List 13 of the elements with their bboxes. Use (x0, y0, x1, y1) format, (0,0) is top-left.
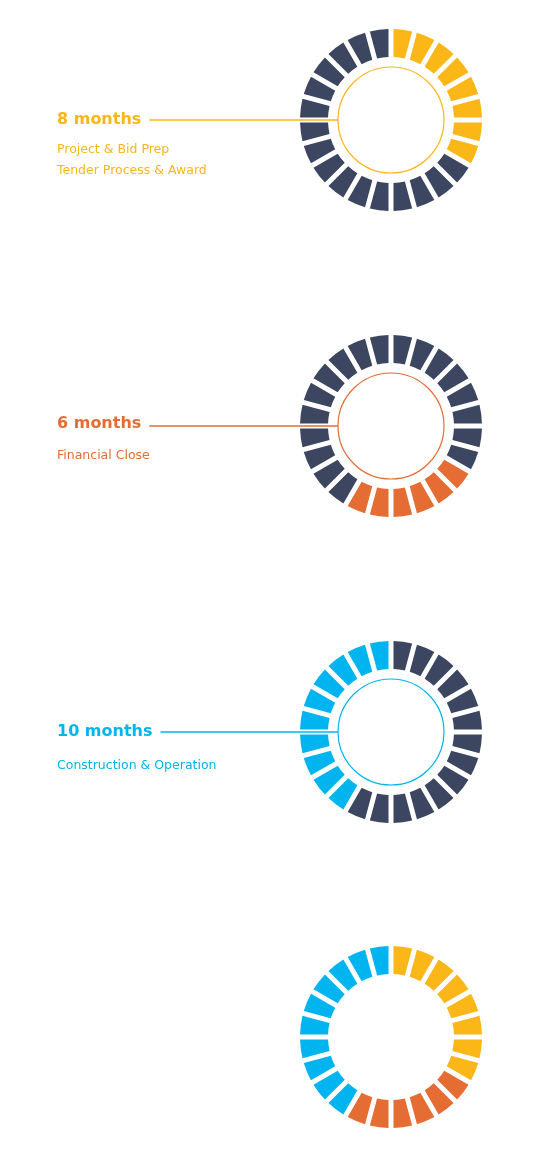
phase-label: Financial Close (57, 447, 150, 463)
duration-label: 8 months (57, 109, 142, 129)
inner-circle (337, 372, 445, 480)
phase-label: Construction & Operation (57, 757, 217, 773)
inner-circle (337, 66, 445, 174)
leader-line (159, 731, 339, 733)
inner-circle (337, 678, 445, 786)
phase-label: Tender Process & Award (57, 162, 207, 178)
phase-label: Project & Bid Prep (57, 141, 170, 157)
leader-line (148, 425, 339, 427)
duration-label: 10 months (57, 721, 153, 741)
duration-label: 6 months (57, 413, 142, 433)
leader-line (148, 119, 339, 121)
